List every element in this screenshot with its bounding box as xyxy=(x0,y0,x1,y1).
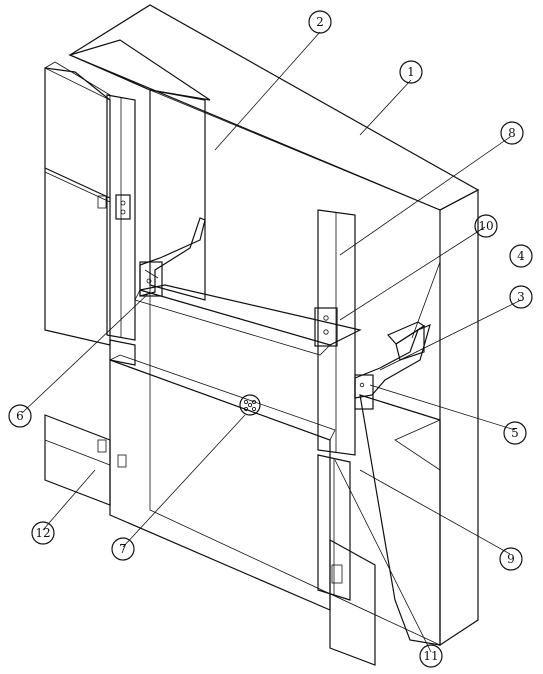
right-vertical-rail xyxy=(314,209,356,601)
callout-11: 11 xyxy=(419,644,443,668)
callout-3-label: 3 xyxy=(517,290,525,304)
callout-12-label: 12 xyxy=(35,526,50,540)
right-wall-bracket xyxy=(354,321,431,410)
left-vertical-rail xyxy=(106,94,136,366)
leader-lines xyxy=(21,31,522,653)
callout-9: 9 xyxy=(499,547,523,571)
callout-5: 5 xyxy=(503,421,527,445)
callout-6: 6 xyxy=(8,404,32,428)
callout-8: 8 xyxy=(500,121,524,145)
callout-1: 1 xyxy=(399,60,423,84)
callout-1-label: 1 xyxy=(407,65,415,79)
lower-center-panel xyxy=(108,354,336,611)
callout-4: 4 xyxy=(509,244,533,268)
callout-2: 2 xyxy=(308,10,332,34)
callout-5-label: 5 xyxy=(511,426,519,440)
callout-11-label: 11 xyxy=(423,649,438,663)
callout-10: 10 xyxy=(474,214,498,238)
callout-3: 3 xyxy=(509,285,533,309)
callout-6-label: 6 xyxy=(16,409,24,423)
callout-12: 12 xyxy=(31,521,55,545)
bottom-right-panel xyxy=(329,538,376,666)
insulation-layer xyxy=(68,39,441,646)
callout-2-label: 2 xyxy=(316,15,324,29)
callout-7: 7 xyxy=(111,537,135,561)
callout-7-label: 7 xyxy=(119,542,127,556)
upper-left-panel xyxy=(44,61,111,346)
callout-4-label: 4 xyxy=(517,249,525,263)
lower-left-panel xyxy=(44,414,127,506)
callout-8-label: 8 xyxy=(508,126,516,140)
callout-9-label: 9 xyxy=(507,552,515,566)
callout-10-label: 10 xyxy=(478,219,493,233)
